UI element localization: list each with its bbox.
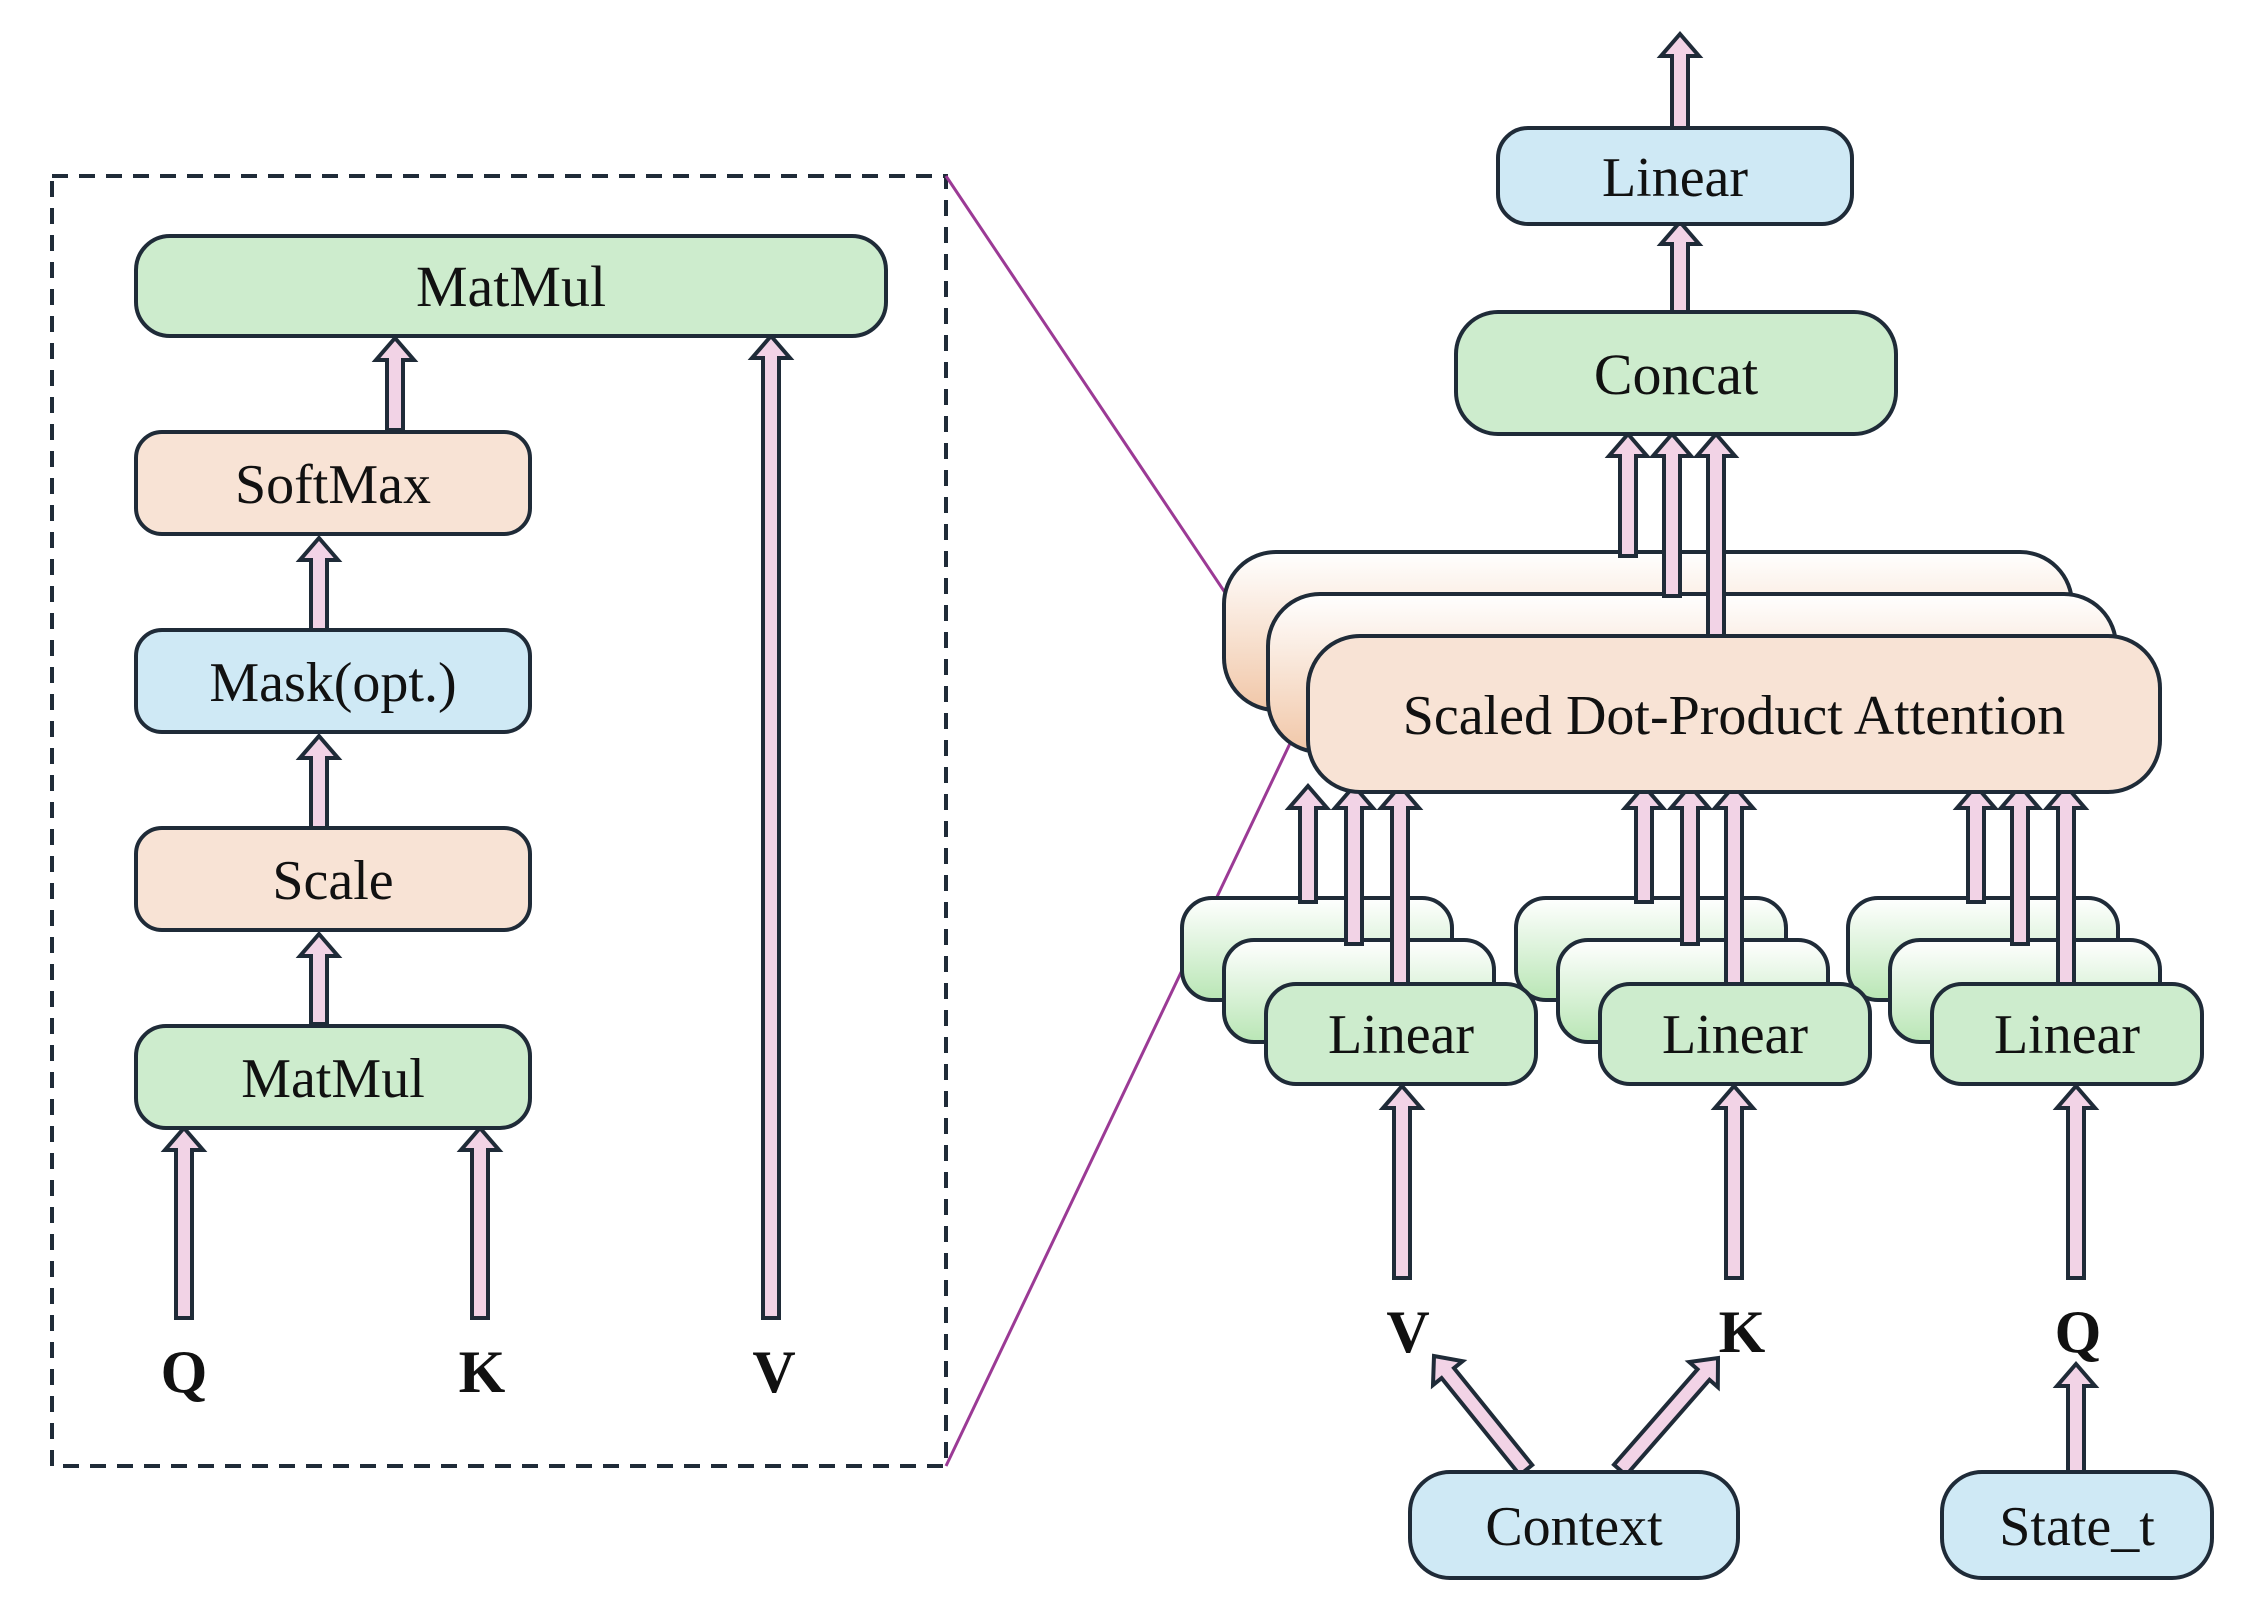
arrow-matmul-to-scale [295, 930, 343, 1026]
detail-matmul-top-box: MatMul [134, 234, 888, 338]
detail-input-q: Q [161, 1339, 208, 1405]
detail-matmul-bottom-box: MatMul [134, 1024, 532, 1130]
arrow-head2-to-concat [1648, 430, 1696, 598]
detail-matmul-bottom-label: MatMul [241, 1048, 425, 1110]
linear-q-label: Linear [1994, 1004, 2140, 1066]
arrow-q-to-matmul [160, 1124, 208, 1320]
detail-input-k: K [459, 1339, 506, 1405]
arrow-q-head2 [1996, 782, 2044, 946]
detail-mask-box: Mask(opt.) [134, 628, 532, 734]
detail-scale-box: Scale [134, 826, 532, 932]
linear-v-label: Linear [1328, 1004, 1474, 1066]
context-label: Context [1485, 1496, 1663, 1558]
linear-out-label: Linear [1602, 147, 1748, 209]
zoom-line-bottom [944, 711, 1307, 1467]
arrow-output [1656, 30, 1704, 130]
arrow-v-head1 [1284, 782, 1332, 904]
arrow-head1-to-concat [1604, 430, 1652, 558]
arrow-mask-to-softmax [295, 534, 343, 632]
arrow-concat-to-linear [1656, 218, 1704, 314]
linear-k-label: Linear [1662, 1004, 1808, 1066]
arrow-context-to-k [1611, 1355, 1721, 1479]
attention-box: Scaled Dot-Product Attention [1306, 634, 2162, 794]
arrow-k-to-matmul [456, 1124, 504, 1320]
linear-k-box: Linear [1598, 982, 1872, 1086]
detail-mask-label: Mask(opt.) [209, 652, 456, 714]
arrow-v-head3 [1376, 782, 1424, 990]
arrow-v-to-matmul [747, 332, 795, 1320]
linear-v-box: Linear [1264, 982, 1538, 1086]
detail-softmax-box: SoftMax [134, 430, 532, 536]
detail-scale-label: Scale [272, 850, 393, 912]
linear-out-box: Linear [1496, 126, 1854, 226]
arrow-softmax-to-matmul [371, 334, 419, 432]
main-label-q: Q [2055, 1299, 2102, 1365]
arrow-state-to-q [2052, 1360, 2100, 1474]
arrow-k-head1 [1620, 782, 1668, 904]
detail-panel-border [50, 174, 948, 1468]
attention-label: Scaled Dot-Product Attention [1403, 685, 2066, 747]
arrow-head3-to-concat [1692, 430, 1740, 640]
arrow-k-head2 [1666, 782, 1714, 946]
state-label: State_t [1999, 1496, 2155, 1558]
detail-input-v: V [752, 1339, 795, 1405]
arrow-q-head3 [2042, 782, 2090, 990]
main-label-v: V [1386, 1299, 1429, 1365]
main-label-k: K [1719, 1299, 1766, 1365]
detail-matmul-top-label: MatMul [416, 254, 606, 319]
linear-q-box: Linear [1930, 982, 2204, 1086]
arrow-q-head1 [1952, 782, 2000, 904]
arrow-scale-to-mask [295, 732, 343, 830]
state-box: State_t [1940, 1470, 2214, 1580]
concat-box: Concat [1454, 310, 1898, 436]
arrow-q-to-linear [2052, 1082, 2100, 1280]
context-box: Context [1408, 1470, 1740, 1580]
arrow-context-to-v [1430, 1353, 1536, 1478]
arrow-k-head3 [1710, 782, 1758, 990]
arrow-k-to-linear [1710, 1082, 1758, 1280]
detail-softmax-label: SoftMax [235, 454, 431, 516]
arrow-v-to-linear [1378, 1082, 1426, 1280]
arrow-v-head2 [1330, 782, 1378, 946]
concat-label: Concat [1594, 342, 1758, 407]
